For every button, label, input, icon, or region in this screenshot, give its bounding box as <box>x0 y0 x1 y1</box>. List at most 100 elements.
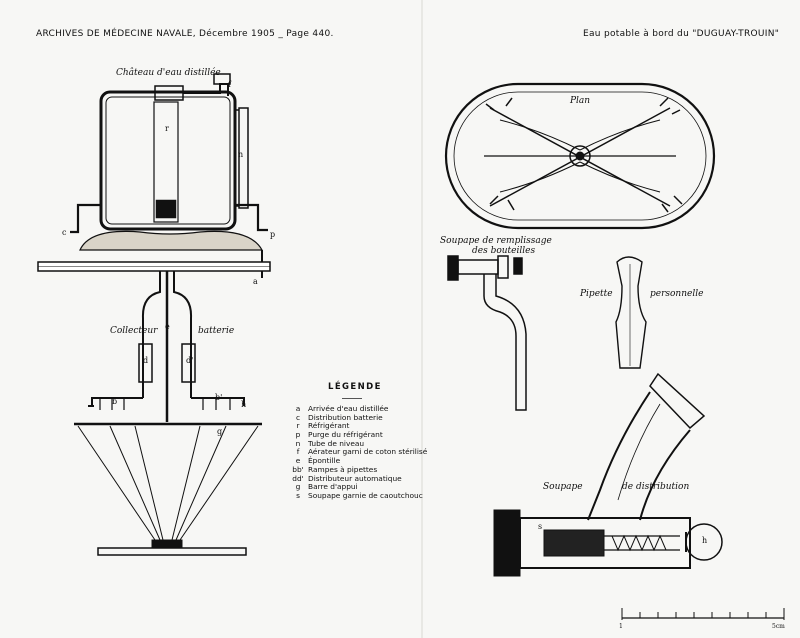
distributor-d <box>138 343 153 383</box>
legend-text: Rampes à pipettes <box>308 464 378 474</box>
legend-key: n <box>295 438 301 448</box>
letter-s: s <box>538 522 543 531</box>
legend-key: bb' <box>292 464 304 474</box>
caption-personnelle: personnelle <box>650 289 704 299</box>
legend-text: Soupape garnie de caoutchouc <box>308 490 423 500</box>
collector-pipe-left <box>141 271 161 398</box>
legend-key: dd' <box>292 473 304 483</box>
letter-h: h <box>241 400 247 409</box>
legend-text: Distribution batterie <box>308 412 383 422</box>
scale-label-right: 5cm <box>772 623 785 630</box>
legend-title: LÉGENDE <box>328 382 382 392</box>
legend-key: g <box>295 482 301 492</box>
pipette-outline <box>615 256 647 369</box>
legend-text: Épontille <box>308 456 341 466</box>
legend-key: r <box>296 421 300 431</box>
letter-g: g <box>217 427 223 436</box>
caption-collecteur: Collecteur <box>110 326 158 336</box>
legend-item: e Épontille <box>288 456 478 466</box>
legend-key: p <box>295 430 301 440</box>
legend-item: r Réfrigérant <box>288 422 478 431</box>
letter-b: b <box>112 397 118 406</box>
caption-filling-valve-2: des bouteilles <box>472 246 536 256</box>
letter-a: a <box>253 277 258 286</box>
legend-item: n Tube de niveau <box>288 438 478 449</box>
page-header-right: Eau potable à bord du "DUGUAY-TROUIN" <box>583 29 780 39</box>
distributor-d-prime <box>181 343 196 383</box>
ramp-b <box>88 397 143 407</box>
letter-e: e <box>165 322 170 331</box>
refrigerant-column <box>153 101 179 223</box>
legend-key: c <box>295 412 301 422</box>
letter-d-prime: d' <box>186 356 194 365</box>
pipette-figure <box>615 256 647 369</box>
legend-text: Aérateur garni de coton stérilisé <box>308 447 428 457</box>
level-tube <box>238 107 249 209</box>
scale-label-left: 1 <box>619 623 623 630</box>
plan-center-hub <box>569 145 591 167</box>
legend-text: Tube de niveau <box>308 438 365 448</box>
legend-item: p Purge du réfrigérant <box>288 430 478 440</box>
letter-h-valve: h <box>702 536 708 545</box>
legend-key: s <box>296 490 300 500</box>
valve-spout-body <box>587 391 691 521</box>
filling-valve-figure <box>447 255 527 411</box>
legend-key: f <box>296 447 300 457</box>
caption-filling-valve-1: Soupape de remplissage <box>440 236 552 246</box>
caption-soupape: Soupape <box>543 482 583 492</box>
letter-d: d <box>143 356 149 365</box>
letter-r: r <box>165 124 169 133</box>
caption-plan: Plan <box>570 96 591 106</box>
legend-key: a <box>295 404 301 413</box>
collector-pipe-right <box>173 271 193 398</box>
legend-item: g Barre d'appui <box>288 482 478 492</box>
water-tower-figure <box>37 73 271 556</box>
legend-rows: a Arrivée d'eau distillée c Distribution ba… <box>288 404 478 501</box>
distribution-valve-figure <box>493 372 723 577</box>
letter-p: p <box>270 230 276 239</box>
legend-item: bb' Rampes à pipettes <box>288 464 478 475</box>
valve-spout-top <box>649 372 706 430</box>
legend-rule <box>342 398 362 399</box>
purge-pipe-p <box>235 203 268 232</box>
legend-item: f Aérateur garni de coton stérilisé <box>288 448 478 457</box>
legend-text: Purge du réfrigérant <box>308 430 383 440</box>
legend-item: s Soupape garnie de caoutchouc <box>288 490 478 501</box>
support-stays <box>77 425 259 541</box>
legend-key: e <box>295 456 301 466</box>
valve-body <box>519 517 691 569</box>
letter-n: n <box>238 150 244 159</box>
valve-seat <box>543 529 605 557</box>
letter-f: f <box>228 80 231 89</box>
legend-item: a Arrivée d'eau distillée <box>288 404 478 414</box>
letter-b-prime: b' <box>215 393 223 402</box>
scale-bar <box>621 608 785 620</box>
aerator-pipe <box>183 83 229 96</box>
caption-chateau: Château d'eau distillée <box>116 68 221 78</box>
legend-text: Barre d'appui <box>308 482 358 492</box>
caption-batterie: batterie <box>198 326 235 336</box>
caption-de-distribution: de distribution <box>622 482 690 492</box>
ramp-b-prime <box>191 397 245 406</box>
plan-outline <box>444 82 716 230</box>
valve-thread <box>493 509 521 577</box>
tank-outline <box>99 90 237 231</box>
tank-cradle <box>79 230 264 251</box>
legend-text: Arrivée d'eau distillée <box>308 404 389 413</box>
tank-inner <box>105 96 231 225</box>
letter-c: c <box>62 228 67 237</box>
legend-item: dd' Distributeur automatique <box>288 473 478 484</box>
distribution-pipe-c <box>70 203 101 234</box>
foot-plate <box>97 547 247 556</box>
legend-item: c Distribution batterie <box>288 412 478 423</box>
legend-text: Réfrigérant <box>308 421 350 431</box>
legend-text: Distributeur automatique <box>308 473 402 483</box>
page-header-left: ARCHIVES DE MÉDECINE NAVALE, Décembre 19… <box>36 29 334 39</box>
aerator <box>213 73 231 85</box>
valve-spring <box>611 534 667 552</box>
refrigerant-base <box>155 199 177 219</box>
caption-pipette: Pipette <box>580 289 613 299</box>
